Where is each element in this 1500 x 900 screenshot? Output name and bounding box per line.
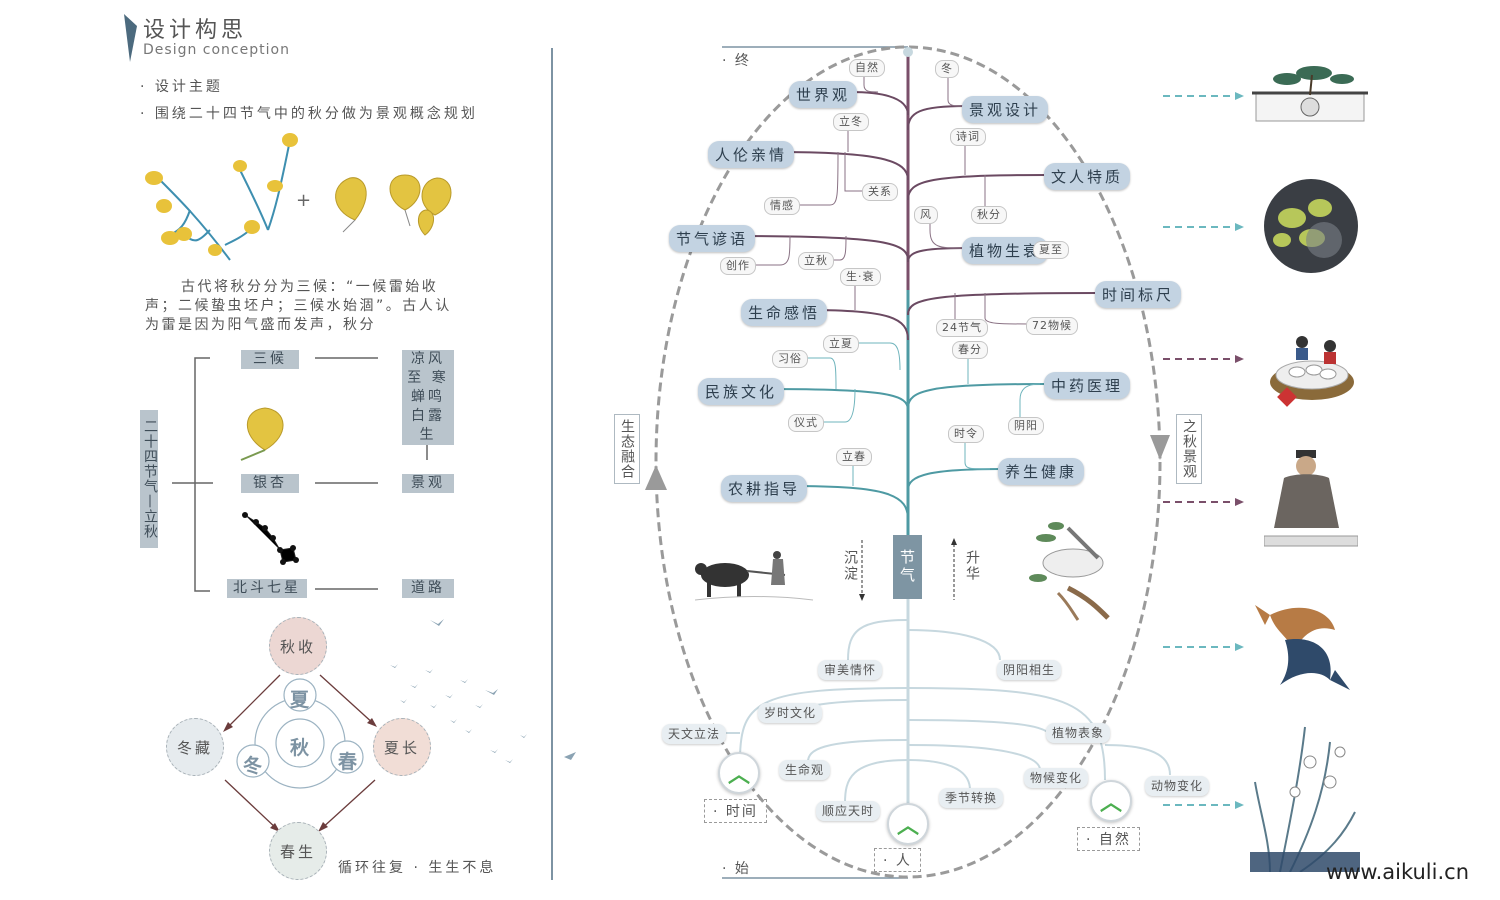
root-follow-heaven: 顺应天时 bbox=[816, 801, 881, 821]
description-paragraph: 古代将秋分分为三候：“一候雷始收声；二候蛰虫坯户；三候水始涸”。古人认为雷是因为… bbox=[145, 279, 452, 333]
node-time-scale: 时间标尺 bbox=[1095, 281, 1182, 308]
node-tcm-theory: 中药医理 bbox=[1044, 372, 1131, 399]
bullet-theme-description: · 围绕二十四节气中的秋分做为景观概念规划 bbox=[140, 106, 478, 122]
leaf-start-winter: 立冬 bbox=[833, 113, 869, 131]
node-plant-cycle: 植物生衰 bbox=[962, 237, 1049, 264]
leaf-summer-solstice: 夏至 bbox=[1033, 241, 1069, 259]
root-view-of-life: 生命观 bbox=[779, 760, 831, 780]
chevron-up-icon: ︿ bbox=[1090, 780, 1132, 822]
cycle-caption: 循环往复 · 生生不息 bbox=[338, 860, 497, 876]
root-plant-appearance: 植物表象 bbox=[1046, 723, 1111, 743]
node-family-ethics: 人伦亲情 bbox=[708, 141, 795, 168]
leaf-spring-equinox: 春分 bbox=[952, 341, 988, 359]
season-cycle-diagram bbox=[223, 674, 377, 832]
label-sublimation: 升华 bbox=[964, 550, 980, 582]
leaf-emotion: 情感 bbox=[764, 197, 800, 215]
autumn-landscape-label: 之秋景观 bbox=[1176, 414, 1202, 484]
leaf-nature: 自然 bbox=[849, 59, 885, 77]
root-season-change: 季节转换 bbox=[939, 788, 1004, 808]
leaf-ritual: 仪式 bbox=[788, 414, 824, 432]
tag-road: 道路 bbox=[402, 579, 454, 598]
garden-wall-icon bbox=[1252, 66, 1368, 122]
tag-three-pentads: 三候 bbox=[241, 350, 299, 369]
herbal-medicine-icon bbox=[1029, 522, 1110, 621]
leaf-yin-yang: 阴阳 bbox=[1008, 417, 1044, 435]
ring-spring: 春 bbox=[338, 751, 358, 773]
leaf-winter: 冬 bbox=[935, 60, 959, 78]
leaf-start-spring: 立春 bbox=[836, 448, 872, 466]
watermark: www.aikuli.cn bbox=[1326, 860, 1470, 884]
koi-fish-icon bbox=[1255, 605, 1350, 690]
ginkgo-branch-icon bbox=[145, 133, 298, 261]
ring-autumn: 秋 bbox=[290, 737, 310, 759]
root-astronomy-calendar: 天文立法 bbox=[662, 724, 727, 744]
plus-sign: + bbox=[296, 190, 312, 211]
node-life-insight: 生命感悟 bbox=[741, 299, 828, 326]
tag-landscape: 景观 bbox=[402, 474, 454, 493]
spring-birth-circle: 春生 bbox=[269, 822, 327, 880]
node-literati-traits: 文人特质 bbox=[1044, 163, 1131, 190]
panel-divider bbox=[551, 48, 553, 880]
label-time: · 时间 bbox=[704, 799, 767, 823]
bullet-design-theme: · 设计主题 bbox=[140, 79, 223, 95]
root-seasonal-culture: 岁时文化 bbox=[758, 703, 823, 723]
leaf-autumn-equinox: 秋分 bbox=[971, 206, 1007, 224]
label-sediment: 沉淀 bbox=[842, 550, 858, 582]
eco-fusion-label: 生态融合 bbox=[614, 414, 640, 484]
leaf-24-solar-terms: 24节气 bbox=[936, 319, 988, 337]
birds-flock-icon bbox=[390, 619, 527, 763]
node-health: 养生健康 bbox=[998, 458, 1085, 485]
leaf-wind: 风 bbox=[914, 206, 938, 224]
solar-term-vertical-label: 二十四节气—立秋 bbox=[140, 410, 158, 548]
leaf-life-decline: 生·衰 bbox=[840, 268, 881, 286]
node-farming-guide: 农耕指导 bbox=[721, 475, 808, 502]
page-title: 设计构思 bbox=[143, 18, 248, 43]
ginkgo-leaf-icon bbox=[240, 407, 284, 461]
node-landscape-design: 景观设计 bbox=[962, 96, 1049, 123]
autumn-harvest-circle: 秋收 bbox=[269, 617, 327, 675]
node-worldview: 世界观 bbox=[789, 81, 858, 108]
tag-big-dipper: 北斗七星 bbox=[227, 579, 307, 598]
node-folk-culture: 民族文化 bbox=[698, 378, 785, 405]
chevron-up-icon: ︿ bbox=[887, 803, 929, 845]
root-aesthetics: 审美情怀 bbox=[818, 660, 883, 680]
ginkgo-moon-icon bbox=[1264, 179, 1358, 273]
leaf-customs: 习俗 bbox=[772, 350, 808, 368]
summer-growth-circle: 夏长 bbox=[373, 718, 431, 776]
big-dipper-icon bbox=[242, 512, 299, 565]
leaf-start-summer: 立夏 bbox=[823, 335, 859, 353]
leaf-season-timing: 时令 bbox=[948, 425, 984, 443]
tag-pentad-list: 凉风至 寒蝉鸣 白露生 bbox=[402, 350, 454, 445]
label-end: · 终 bbox=[722, 53, 751, 69]
orchid-icon bbox=[1250, 726, 1360, 872]
trunk-solar-term: 节气 bbox=[893, 535, 922, 599]
label-nature: · 自然 bbox=[1077, 827, 1140, 851]
scholar-icon bbox=[1264, 450, 1358, 547]
leaf-relationship: 关系 bbox=[862, 183, 898, 201]
tag-ginkgo: 银杏 bbox=[241, 474, 299, 493]
node-solar-proverbs: 节气谚语 bbox=[669, 225, 756, 252]
ginkgo-leaves-icon bbox=[335, 174, 452, 236]
structure-connectors bbox=[172, 357, 428, 592]
root-phenology-change: 物候变化 bbox=[1024, 768, 1089, 788]
leaf-start-autumn: 立秋 bbox=[798, 252, 834, 270]
ring-winter: 冬 bbox=[243, 755, 263, 777]
leaf-creation: 创作 bbox=[720, 257, 756, 275]
ox-plowing-icon bbox=[695, 551, 814, 601]
label-start: · 始 bbox=[722, 861, 751, 877]
leaf-72-pentads: 72物候 bbox=[1026, 317, 1078, 335]
chevron-up-icon: ︿ bbox=[718, 752, 760, 794]
dumpling-family-icon bbox=[1270, 336, 1354, 407]
winter-storage-circle: 冬藏 bbox=[166, 718, 224, 776]
ring-summer: 夏 bbox=[290, 689, 310, 711]
title-accent-mark bbox=[124, 14, 137, 62]
leaf-poetry: 诗词 bbox=[950, 128, 986, 146]
root-animal-change: 动物变化 bbox=[1145, 776, 1210, 796]
page-subtitle: Design conception bbox=[143, 42, 290, 58]
label-human: · 人 bbox=[874, 848, 921, 872]
root-yin-yang-harmony: 阴阳相生 bbox=[997, 660, 1062, 680]
